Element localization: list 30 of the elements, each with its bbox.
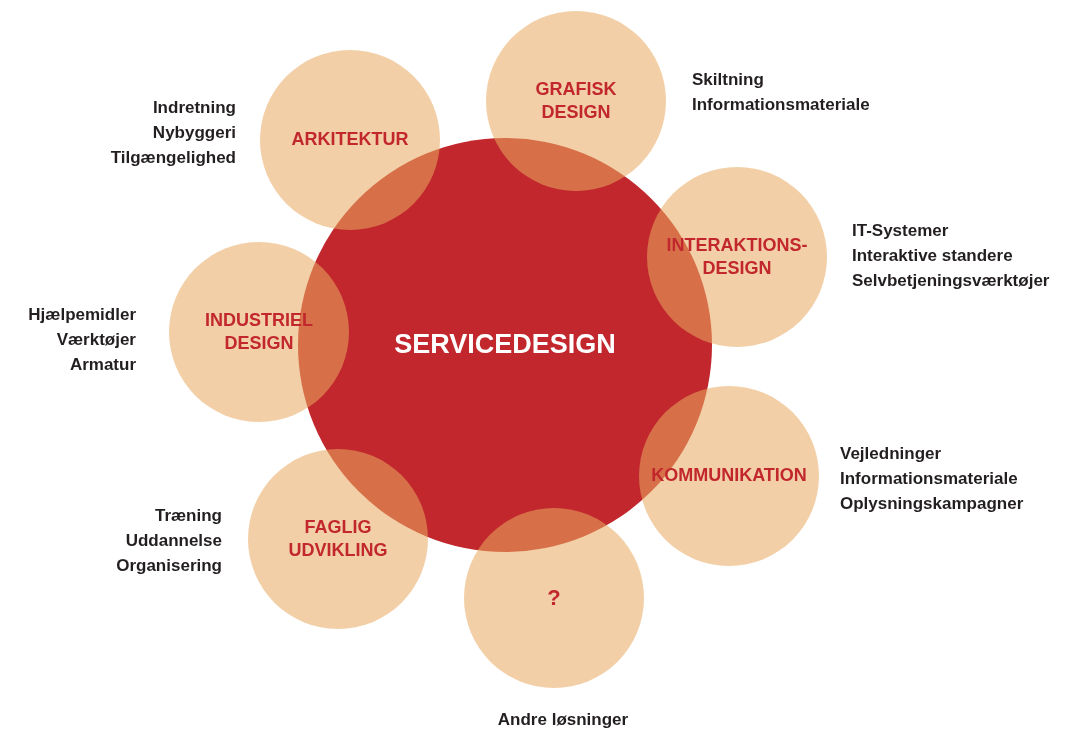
topic-example: Interaktive standere <box>852 245 1013 267</box>
topic-circle <box>647 167 827 347</box>
topic-label: ARKITEKTUR <box>291 128 409 152</box>
topic-example: Hjælpemidler <box>28 304 136 326</box>
topic-example: Skiltning <box>692 69 764 91</box>
topic-example: IT-Systemer <box>852 220 949 242</box>
topic-example: Vejledninger <box>840 443 942 465</box>
topic-example: Organisering <box>116 555 222 577</box>
topic-example: Armatur <box>69 354 136 376</box>
topic-example: Tilgængelighed <box>110 147 236 169</box>
topic-circle <box>260 50 440 230</box>
topic-example: Oplysningskampagner <box>840 493 1024 515</box>
topic-example: Træning <box>154 505 222 527</box>
topic-example: Andre løsninger <box>497 709 629 731</box>
topic-label: ? <box>547 583 561 612</box>
topic-example: Indretning <box>152 97 236 119</box>
topic-circle <box>486 11 666 191</box>
topic-label: FAGLIG UDVIKLING <box>287 515 389 562</box>
topic-example: Nybyggeri <box>152 122 236 144</box>
topic-example: Værktøjer <box>56 329 136 351</box>
topic-example: Informationsmateriale <box>692 94 870 116</box>
topic-circle <box>169 242 349 422</box>
topic-label: GRAFISK DESIGN <box>534 77 618 124</box>
topic-example: Selvbetjeningsværktøjer <box>852 270 1050 292</box>
topic-circle <box>464 508 644 688</box>
topic-example: Informationsmateriale <box>840 468 1018 490</box>
main-title: SERVICEDESIGN <box>394 328 616 362</box>
topic-circle <box>248 449 428 629</box>
topic-example: Uddannelse <box>125 530 222 552</box>
topic-circle <box>639 386 819 566</box>
